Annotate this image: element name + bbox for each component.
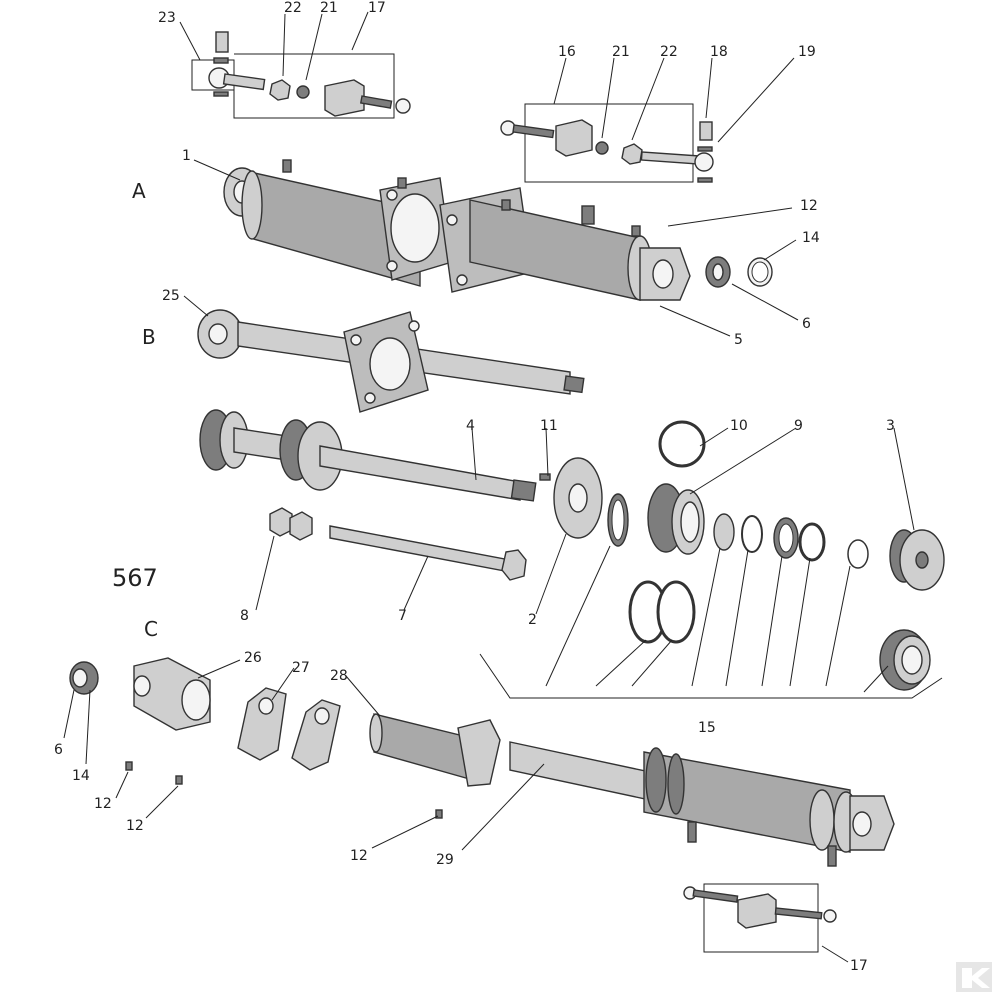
label-1: 1 bbox=[182, 148, 191, 164]
label-26: 26 bbox=[244, 650, 262, 666]
tie-rod-7 bbox=[329, 525, 527, 581]
seal-kit-parts bbox=[607, 420, 931, 691]
label-17: 17 bbox=[850, 958, 868, 974]
label-12: 12 bbox=[350, 848, 368, 864]
washer-2 bbox=[553, 457, 603, 539]
label-29: 29 bbox=[436, 852, 454, 868]
rod-assembly-b bbox=[197, 309, 585, 413]
label-18: 18 bbox=[710, 44, 728, 60]
valve-assembly-16 bbox=[500, 103, 714, 183]
label-14: 14 bbox=[802, 230, 820, 246]
piston-rod-4 bbox=[199, 409, 551, 502]
leader-lines bbox=[63, 11, 943, 963]
label-6: 6 bbox=[54, 742, 63, 758]
label-15: 15 bbox=[698, 720, 716, 736]
label-12: 12 bbox=[126, 818, 144, 834]
label-12: 12 bbox=[94, 796, 112, 812]
section-label-c: C bbox=[144, 617, 158, 641]
cylinder-assembly-a bbox=[223, 159, 773, 301]
brand-logo-icon bbox=[956, 962, 992, 992]
label-11: 11 bbox=[540, 418, 558, 434]
label-2: 2 bbox=[528, 612, 537, 628]
label-23: 23 bbox=[158, 10, 176, 26]
label-28: 28 bbox=[330, 668, 348, 684]
nuts-8 bbox=[269, 507, 313, 541]
label-3: 3 bbox=[886, 418, 895, 434]
label-21: 21 bbox=[612, 44, 630, 60]
label-8: 8 bbox=[240, 608, 249, 624]
section-label-a: A bbox=[132, 179, 146, 203]
label-21: 21 bbox=[320, 0, 338, 16]
label-5: 5 bbox=[734, 332, 743, 348]
label-14: 14 bbox=[72, 768, 90, 784]
section-c-parts bbox=[69, 657, 895, 867]
label-9: 9 bbox=[794, 418, 803, 434]
label-16: 16 bbox=[558, 44, 576, 60]
label-19: 19 bbox=[798, 44, 816, 60]
gland-3 bbox=[889, 529, 945, 591]
label-6: 6 bbox=[802, 316, 811, 332]
label-22: 22 bbox=[284, 0, 302, 16]
label-4: 4 bbox=[466, 418, 475, 434]
label-10: 10 bbox=[730, 418, 748, 434]
model-number: 567 bbox=[112, 564, 158, 592]
label-12: 12 bbox=[800, 198, 818, 214]
valve-assembly-17-bottom bbox=[683, 883, 837, 953]
label-22: 22 bbox=[660, 44, 678, 60]
label-17: 17 bbox=[368, 0, 386, 16]
label-25: 25 bbox=[162, 288, 180, 304]
section-label-b: B bbox=[142, 325, 156, 349]
valve-assembly-17-top bbox=[191, 31, 411, 119]
label-27: 27 bbox=[292, 660, 310, 676]
callout-labels: 23 22 21 17 16 21 22 18 19 1 12 14 6 5 2… bbox=[54, 0, 895, 974]
label-7: 7 bbox=[398, 608, 407, 624]
